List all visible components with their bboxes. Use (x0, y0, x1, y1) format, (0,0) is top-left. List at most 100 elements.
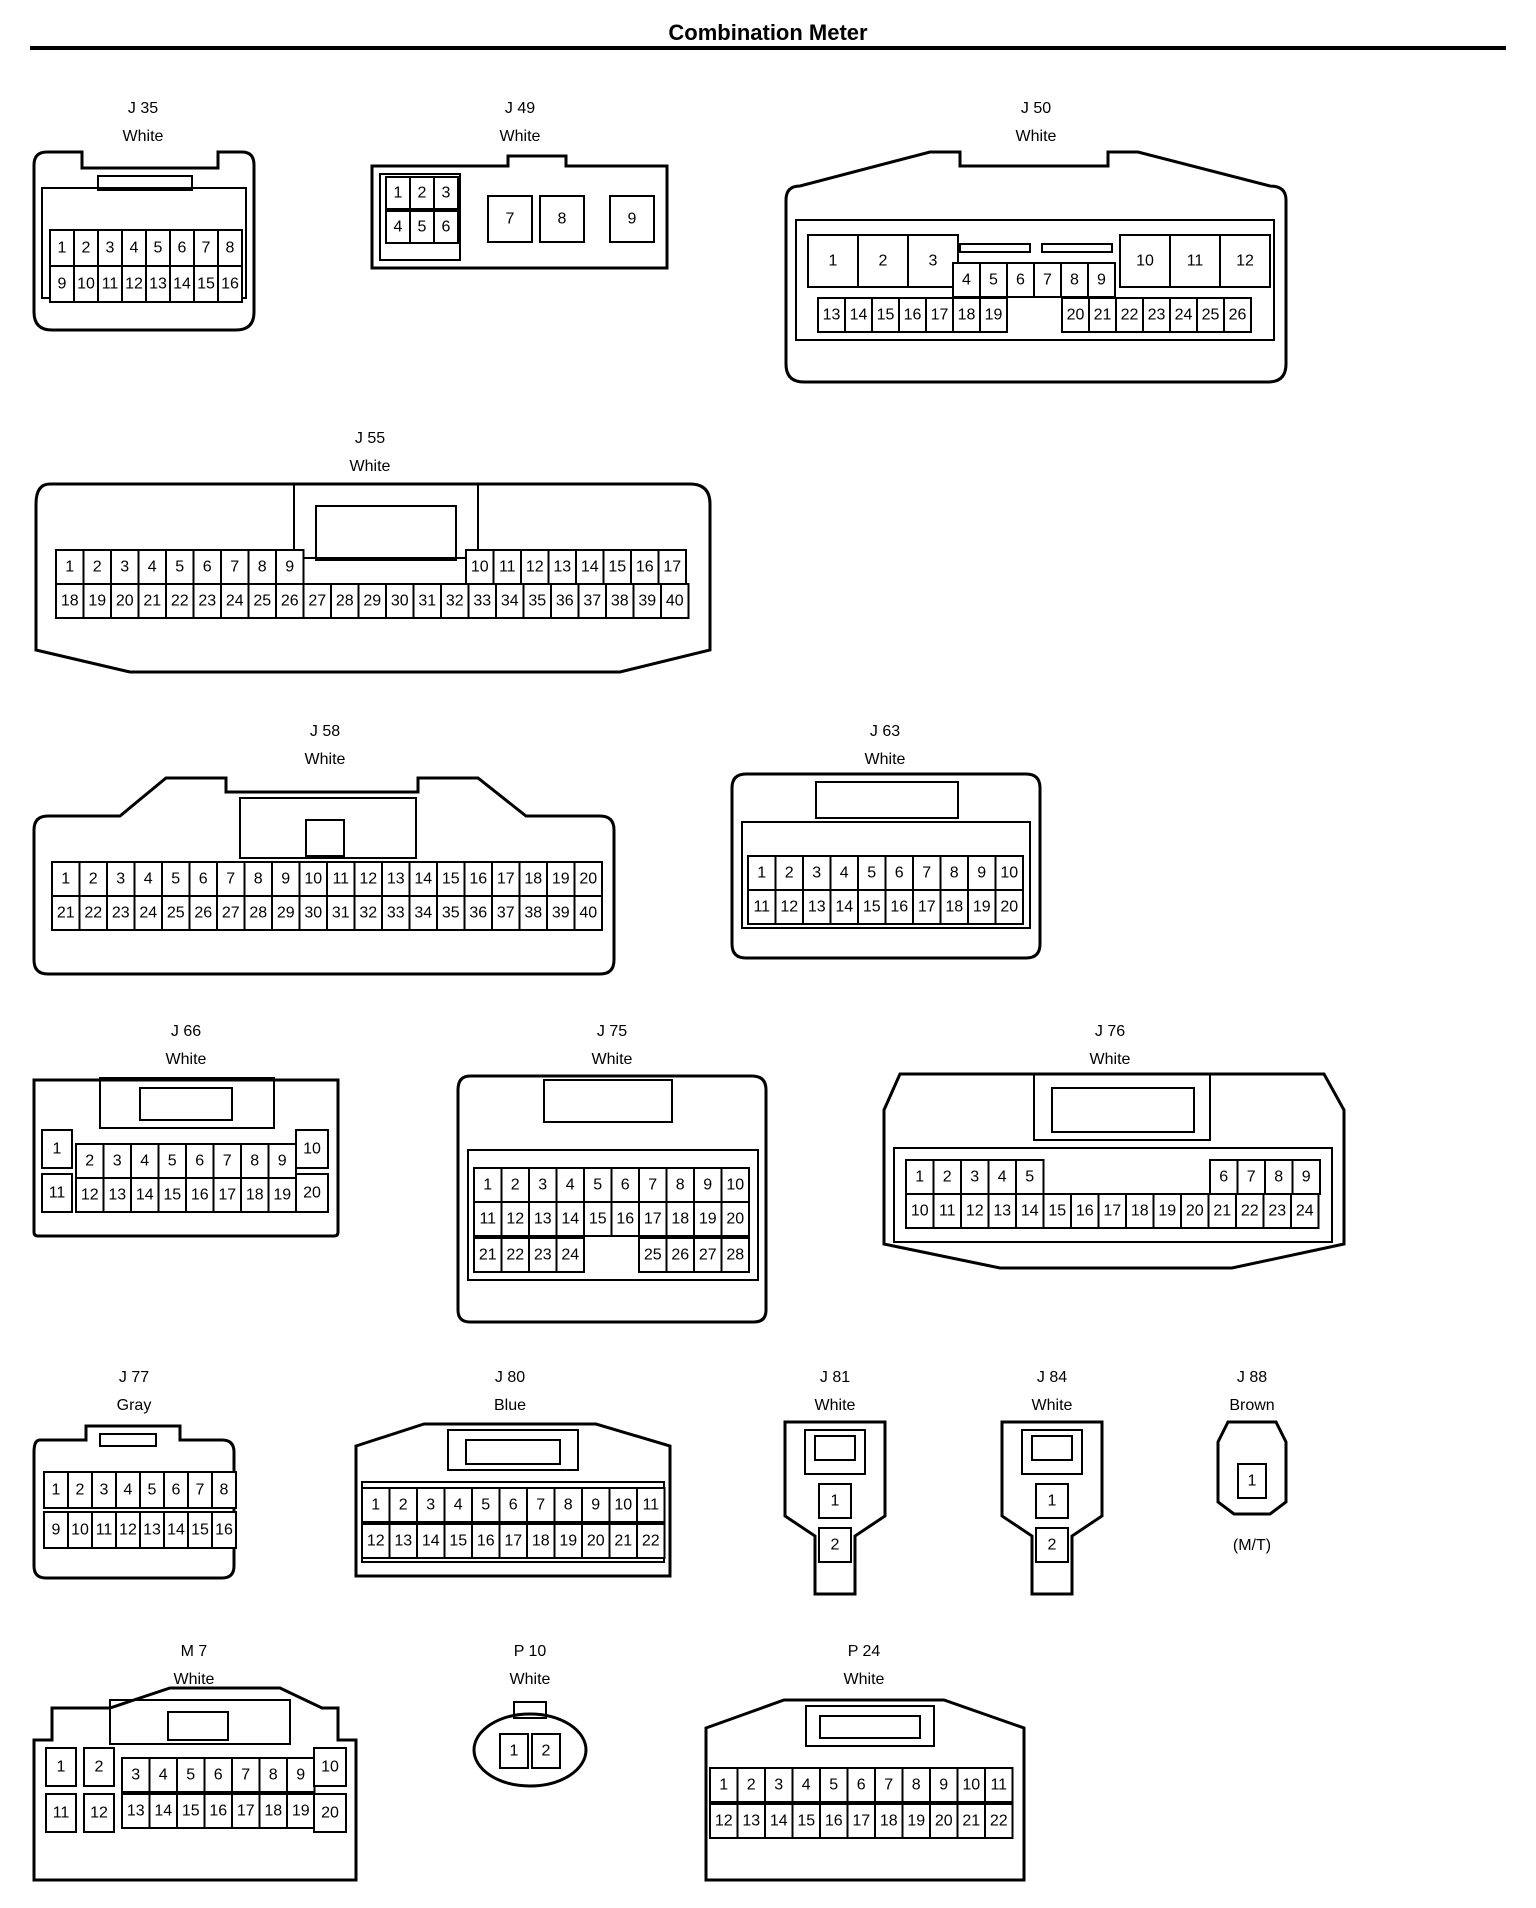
pin-box (581, 1523, 611, 1559)
pin-cell: 16 (463, 861, 493, 897)
pin-number: 2 (82, 240, 91, 257)
pin-box (416, 1523, 446, 1559)
pin-number: 2 (95, 1759, 104, 1776)
pin-box (216, 895, 246, 931)
pin-number: 12 (780, 899, 798, 916)
pin-number: 13 (149, 276, 167, 293)
pin-cell: 26 (1223, 297, 1252, 333)
pin-box (385, 176, 411, 210)
pin-cell: 26 (188, 895, 218, 931)
pin-cell: 15 (193, 265, 219, 303)
pin-number: 13 (127, 1803, 145, 1820)
pin-number: 23 (534, 1247, 552, 1264)
pin-cell: 9 (929, 1767, 959, 1803)
pin-number: 6 (621, 1177, 630, 1194)
pin-box (555, 1237, 585, 1273)
pin-cell: 8 (539, 195, 585, 243)
pin-cell: 10 (608, 1487, 638, 1523)
pin-cell: 3 (960, 1159, 990, 1195)
pin-cell: 14 (408, 861, 438, 897)
pin-cell: 27 (693, 1237, 723, 1273)
pin-box (176, 1757, 206, 1793)
housing-detail (305, 819, 345, 857)
connector-housing (730, 772, 1042, 960)
pin-cell: 20 (994, 889, 1024, 925)
pin-box (412, 583, 442, 619)
housing-detail (109, 1699, 291, 1745)
pin-cell: 7 (212, 1143, 242, 1179)
pin-box (819, 1767, 849, 1803)
pin-cell: 29 (271, 895, 301, 931)
pin-cell: 13 (145, 265, 171, 303)
pin-number: 15 (449, 1533, 467, 1550)
pin-number: 18 (958, 307, 976, 324)
pin-number: 13 (143, 1522, 161, 1539)
pin-number: 1 (483, 1177, 492, 1194)
housing-detail (1051, 1087, 1195, 1133)
pin-number: 21 (479, 1247, 497, 1264)
pin-number: 8 (1274, 1169, 1283, 1186)
pin-number: 31 (418, 593, 436, 610)
pin-number: 8 (1070, 272, 1079, 289)
pin-cell: 12 (500, 1201, 530, 1237)
pin-box (1142, 297, 1171, 333)
pin-number: 10 (321, 1759, 339, 1776)
pin-cell: 9 (271, 861, 301, 897)
pin-cell: 15 (436, 861, 466, 897)
pin-cell: 20 (1061, 297, 1090, 333)
pin-cell: 36 (463, 895, 493, 931)
housing-detail (1033, 1073, 1211, 1141)
pin-cell: 4 (385, 210, 411, 244)
pin-box (736, 1803, 766, 1839)
pin-cell: 3 (907, 234, 959, 288)
pin-box (161, 895, 191, 931)
pin-cell: 12 (361, 1523, 391, 1559)
pin-number: 4 (566, 1177, 575, 1194)
pin-number: 7 (1247, 1169, 1256, 1186)
pin-number: 17 (1103, 1203, 1121, 1220)
pin-cell: 5 (165, 549, 195, 585)
pin-cell: 15 (176, 1793, 206, 1829)
pin-box (217, 229, 243, 267)
pin-number: 31 (332, 905, 350, 922)
pin-number: 14 (770, 1813, 788, 1830)
pin-cell: 2 (82, 549, 112, 585)
pin-cell: 5 (176, 1757, 206, 1793)
pin-cell: 18 (55, 583, 85, 619)
pin-cell: 3 (110, 549, 140, 585)
pin-number: 24 (139, 905, 157, 922)
pin-number: 14 (835, 899, 853, 916)
connector-color-label: White (865, 751, 906, 768)
pin-number: 34 (414, 905, 432, 922)
pin-number: 5 (989, 272, 998, 289)
pin-number: 8 (676, 1177, 685, 1194)
pin-cell: 5 (471, 1487, 501, 1523)
pin-box (1033, 262, 1062, 298)
pin-cell: 9 (967, 855, 997, 891)
pin-number: 6 (172, 1482, 181, 1499)
pin-number: 20 (1186, 1203, 1204, 1220)
pin-cell: 9 (1291, 1159, 1321, 1195)
pin-number: 6 (214, 1767, 223, 1784)
pin-cell: 20 (295, 1173, 329, 1213)
housing-detail (795, 219, 1275, 341)
pin-number: 13 (553, 559, 571, 576)
pin-cell: 15 (857, 889, 887, 925)
pin-number: 3 (116, 871, 125, 888)
pin-number: 19 (985, 307, 1003, 324)
pin-box (220, 549, 250, 585)
pin-cell: 31 (326, 895, 356, 931)
pin-cell: 25 (161, 895, 191, 931)
pin-number: 40 (666, 593, 684, 610)
pin-cell: 19 (1152, 1193, 1182, 1229)
pin-cell: 15 (791, 1803, 821, 1839)
pin-box (573, 861, 603, 897)
pin-number: 38 (524, 905, 542, 922)
pin-number: 7 (223, 1153, 232, 1170)
pin-box (1035, 1527, 1069, 1563)
pin-number: 19 (1158, 1203, 1176, 1220)
